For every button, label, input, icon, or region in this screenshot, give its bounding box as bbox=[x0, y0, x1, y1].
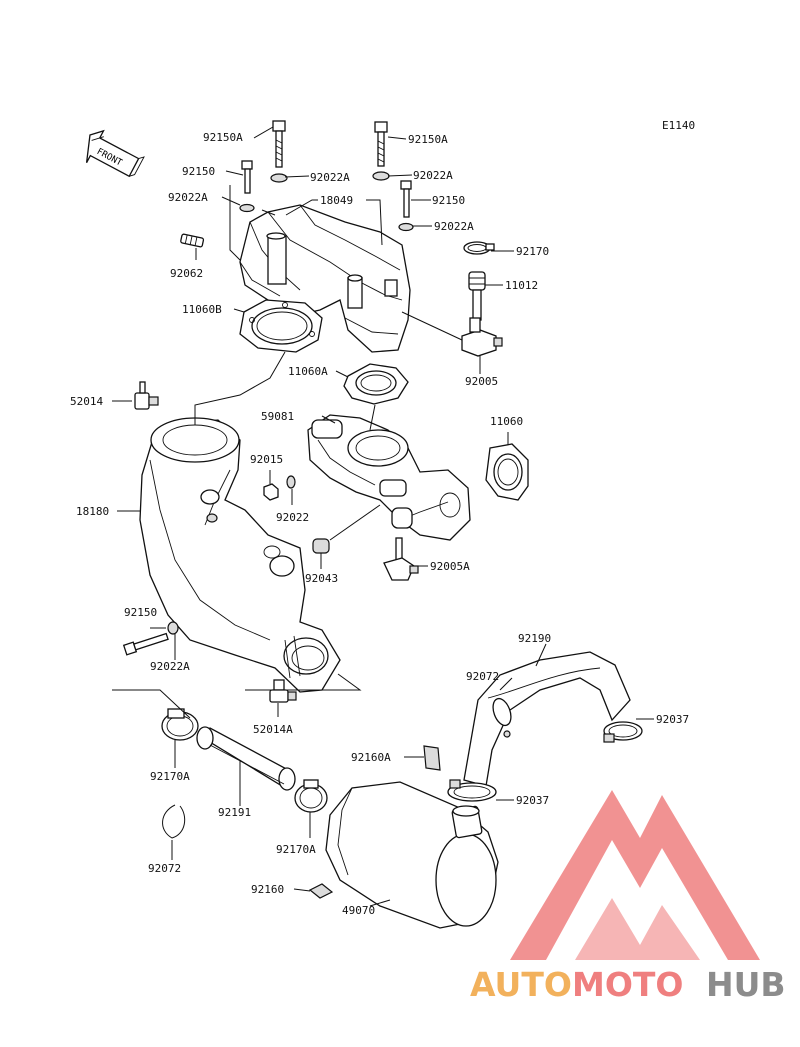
clip-92072-lower bbox=[162, 804, 186, 839]
clamp-92037-lower bbox=[447, 779, 497, 802]
label-92150-lower: 92150 bbox=[124, 606, 157, 619]
label-92005: 92005 bbox=[465, 375, 498, 388]
washer-92022-icon bbox=[286, 475, 296, 489]
expansion-chamber-18180 bbox=[139, 417, 341, 693]
logo-inner-triangle bbox=[575, 898, 700, 960]
clamp-92170a-right bbox=[294, 779, 328, 813]
washer-92022a-right-icon bbox=[398, 222, 414, 232]
hose-92190 bbox=[463, 651, 631, 787]
hose-11012 bbox=[468, 271, 486, 321]
bolt-92150a-right bbox=[374, 121, 388, 167]
clamp-92170 bbox=[463, 241, 495, 255]
label-18049: 18049 bbox=[320, 194, 353, 207]
label-92022a-right: 92022A bbox=[434, 220, 474, 233]
label-92005a: 92005A bbox=[430, 560, 470, 573]
clamp-92037-right bbox=[603, 721, 643, 743]
label-49070: 49070 bbox=[342, 904, 375, 917]
label-92022a-lower: 92022A bbox=[150, 660, 190, 673]
logo-text-moto: MOTO bbox=[572, 965, 683, 1004]
washer-92022a-center-icon bbox=[270, 173, 288, 183]
label-11060a: 11060A bbox=[288, 365, 328, 378]
leader-lines bbox=[112, 126, 654, 907]
logo-triangle-mark bbox=[510, 790, 760, 960]
label-92043: 92043 bbox=[305, 572, 338, 585]
water-jacket-59081 bbox=[307, 414, 471, 541]
label-59081: 59081 bbox=[261, 410, 294, 423]
washer-92022a-left-icon bbox=[239, 203, 255, 213]
label-92022: 92022 bbox=[276, 511, 309, 524]
label-92037-lower: 92037 bbox=[516, 794, 549, 807]
label-92170: 92170 bbox=[516, 245, 549, 258]
bolt-92150-right bbox=[400, 180, 412, 218]
washer-92022a-right-top-icon bbox=[372, 171, 390, 181]
nut-92015 bbox=[263, 483, 279, 501]
automotohub-logo: AUTO MOTO HUB bbox=[470, 790, 786, 1004]
label-18180: 18180 bbox=[76, 505, 109, 518]
label-92037-right: 92037 bbox=[656, 713, 689, 726]
logo-text-auto: AUTO bbox=[470, 965, 572, 1004]
front-direction-arrow: FRONT bbox=[85, 129, 145, 178]
label-52014: 52014 bbox=[70, 395, 103, 408]
washer-92022a-lower-icon bbox=[167, 621, 179, 635]
bolt-92150a-left bbox=[272, 120, 286, 168]
collar-92043 bbox=[312, 538, 330, 554]
clamp-92170a-left bbox=[161, 708, 199, 741]
plate-92160 bbox=[308, 883, 334, 899]
gasket-11060 bbox=[485, 443, 529, 501]
muffler-49070 bbox=[325, 781, 499, 929]
exhaust-manifold-18049 bbox=[239, 204, 411, 353]
logo-text-hub: HUB bbox=[706, 965, 786, 1004]
diagram-code: E1140 bbox=[662, 119, 695, 132]
label-92062: 92062 bbox=[170, 267, 203, 280]
label-11060: 11060 bbox=[490, 415, 523, 428]
bolt-92150-lower bbox=[122, 632, 169, 656]
label-92190: 92190 bbox=[518, 632, 551, 645]
gasket-11060a bbox=[343, 363, 409, 405]
label-92150-right: 92150 bbox=[432, 194, 465, 207]
label-92191: 92191 bbox=[218, 806, 251, 819]
label-92150a-top-right: 92150A bbox=[408, 133, 448, 146]
label-92150-left: 92150 bbox=[182, 165, 215, 178]
label-52014a: 52014A bbox=[253, 723, 293, 736]
plug-52014 bbox=[134, 381, 159, 410]
label-92160: 92160 bbox=[251, 883, 284, 896]
label-92150a-top-left: 92150A bbox=[203, 131, 243, 144]
part-labels: 92150A 92150A 92150 92022A 92022A 92022A… bbox=[70, 131, 689, 917]
stud-92062 bbox=[180, 233, 205, 248]
label-11012: 11012 bbox=[505, 279, 538, 292]
fitting-92005 bbox=[461, 317, 503, 357]
label-92072-upper: 92072 bbox=[466, 670, 499, 683]
label-92170a-left: 92170A bbox=[150, 770, 190, 783]
fitting-92005a bbox=[383, 537, 419, 581]
label-92170a-right: 92170A bbox=[276, 843, 316, 856]
label-11060b: 11060B bbox=[182, 303, 222, 316]
label-92022a-left: 92022A bbox=[168, 191, 208, 204]
label-92015: 92015 bbox=[250, 453, 283, 466]
label-92160a: 92160A bbox=[351, 751, 391, 764]
gasket-11060b bbox=[239, 299, 323, 353]
plate-92160a bbox=[423, 745, 441, 771]
label-92022a-right-top: 92022A bbox=[413, 169, 453, 182]
label-92072-lower: 92072 bbox=[148, 862, 181, 875]
hose-92191 bbox=[196, 726, 296, 791]
label-92022a-center: 92022A bbox=[310, 171, 350, 184]
bolt-92150-left bbox=[241, 160, 253, 194]
